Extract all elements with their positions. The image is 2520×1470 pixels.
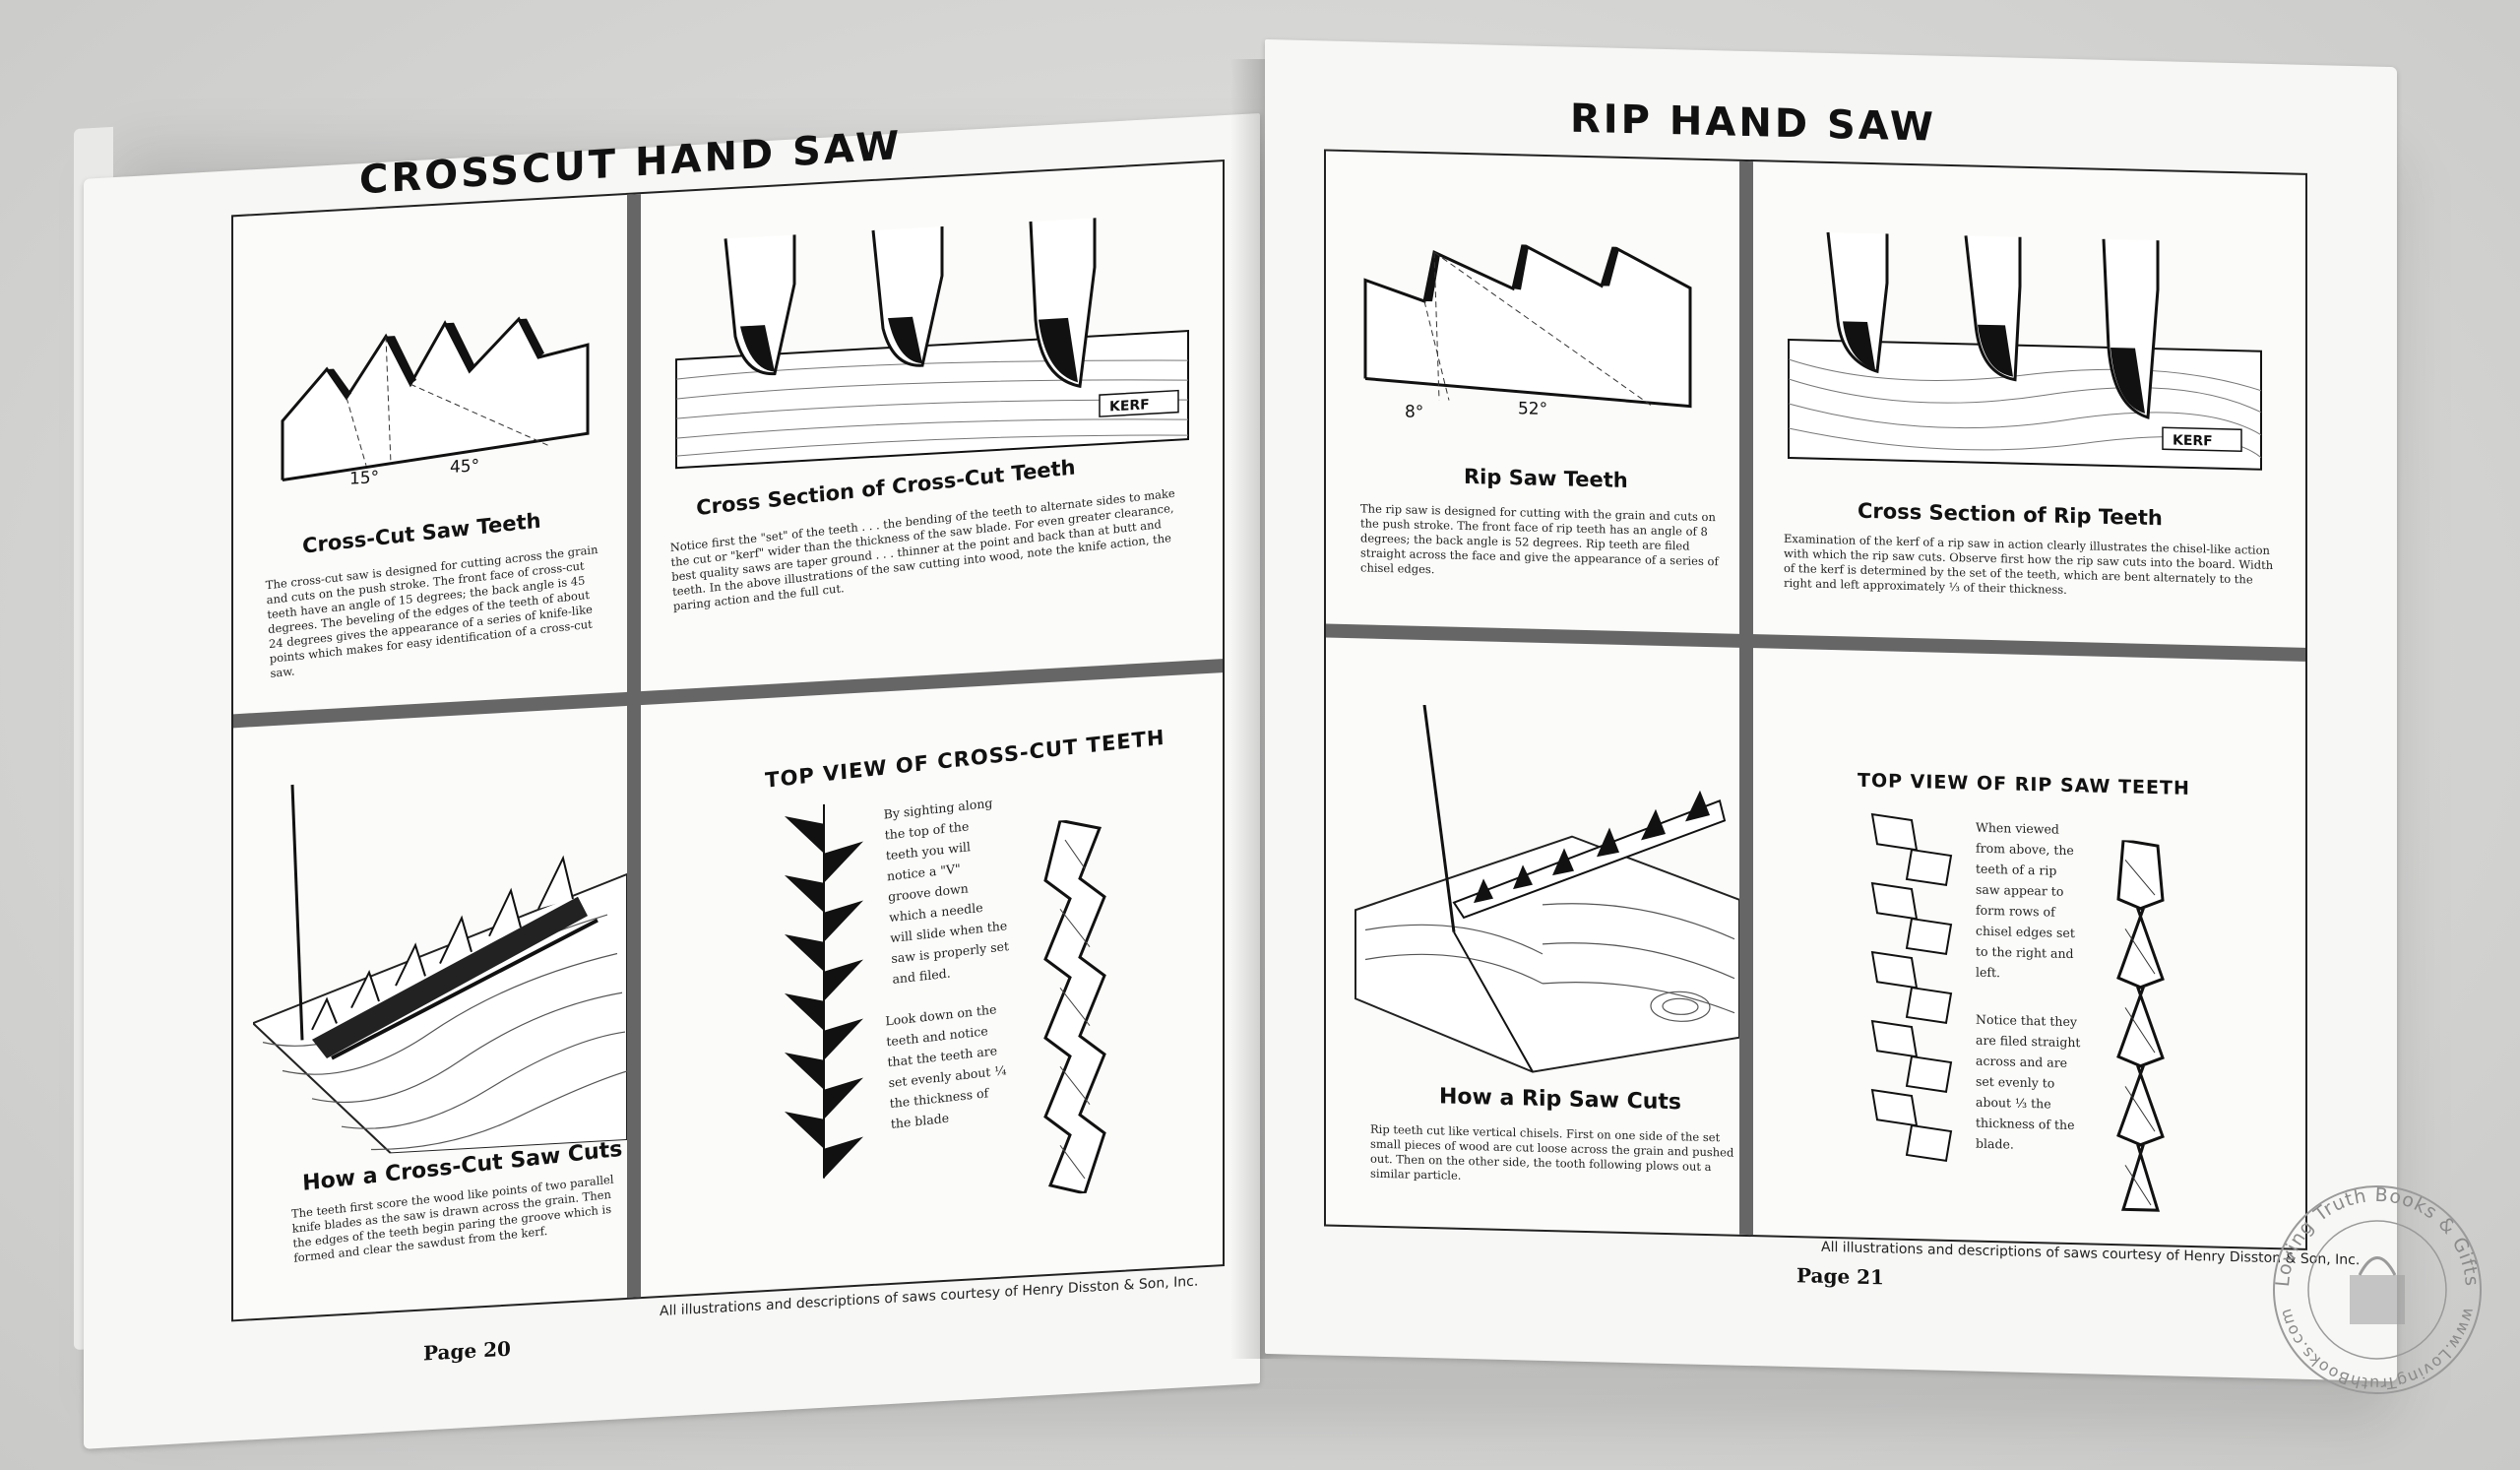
rip-top-view-title: TOP VIEW OF RIP SAW TEETH bbox=[1858, 769, 2190, 799]
svg-text:Loving Truth Books & Gifts: Loving Truth Books & Gifts bbox=[2272, 1184, 2483, 1288]
crosscut-angle-back: 45° bbox=[450, 456, 479, 478]
right-heading: RIP HAND SAW bbox=[1570, 96, 1937, 151]
rip-kerf-label: KERF bbox=[2173, 433, 2213, 450]
crosscut-cutting-illustration bbox=[253, 784, 627, 1155]
rip-top-view-note-2: Notice that they are filed straight acro… bbox=[1976, 1011, 2081, 1152]
rip-cross-section-caption: Examination of the kerf of a rip saw in … bbox=[1784, 531, 2274, 597]
rip-angle-back: 52° bbox=[1518, 399, 1547, 419]
crosscut-top-view-note-1: By sighting along the top of the teeth y… bbox=[883, 795, 1010, 987]
crosscut-kerf-label: KERF bbox=[1109, 397, 1150, 415]
rip-cross-section-title: Cross Section of Rip Teeth bbox=[1858, 498, 2163, 531]
rip-teeth-caption: The rip saw is designed for cutting with… bbox=[1360, 501, 1719, 577]
right-page: RIP HAND SAW 8° 52° Rip Saw Teeth The ri… bbox=[1265, 39, 2397, 1382]
crosscut-top-view-note-2: Look down on the teeth and notice that t… bbox=[884, 1001, 1007, 1132]
crosscut-blade-profile bbox=[1043, 818, 1106, 1195]
right-page-number: Page 21 bbox=[1796, 1263, 1884, 1290]
crosscut-teeth-diagram: 15° 45° bbox=[281, 316, 590, 489]
rip-cuts-title: How a Rip Saw Cuts bbox=[1439, 1084, 1681, 1116]
rip-angle-front: 8° bbox=[1405, 402, 1423, 421]
crosscut-top-view-teeth bbox=[785, 803, 863, 1179]
watermark-stamp: Loving Truth Books & Gifts www.LovingTru… bbox=[2272, 1184, 2483, 1394]
left-page: CROSSCUT HAND SAW 15° 45° Cross-Cut Saw … bbox=[84, 113, 1260, 1449]
right-illustration-frame: 8° 52° Rip Saw Teeth The rip saw is desi… bbox=[1324, 149, 2307, 1250]
right-vertical-divider bbox=[1739, 160, 1753, 1236]
rip-cross-section-diagram: KERF bbox=[1788, 231, 2262, 471]
right-horizontal-divider bbox=[1326, 623, 2305, 662]
crosscut-angle-front: 15° bbox=[349, 468, 379, 489]
crosscut-top-view-title: TOP VIEW OF CROSS-CUT TEETH bbox=[764, 725, 1166, 793]
rip-cutting-illustration bbox=[1354, 704, 1739, 1073]
rip-top-view-teeth bbox=[1870, 812, 1953, 1163]
rip-teeth-title: Rip Saw Teeth bbox=[1464, 464, 1628, 493]
rip-top-view-note-1: When viewed from above, the teeth of a r… bbox=[1976, 819, 2075, 981]
left-illustration-frame: 15° 45° Cross-Cut Saw Teeth The cross-cu… bbox=[231, 160, 1225, 1322]
gift-bag-icon bbox=[2350, 1256, 2405, 1324]
crosscut-cross-section-diagram: KERF bbox=[675, 218, 1189, 470]
crosscut-teeth-title: Cross-Cut Saw Teeth bbox=[301, 508, 542, 558]
watermark-name: Loving Truth Books & Gifts bbox=[2272, 1184, 2482, 1288]
rip-teeth-diagram: 8° 52° bbox=[1363, 242, 1692, 422]
left-page-number: Page 20 bbox=[423, 1336, 511, 1366]
left-vertical-divider bbox=[627, 194, 641, 1298]
crosscut-teeth-caption: The cross-cut saw is designed for cuttin… bbox=[265, 542, 598, 681]
rip-blade-profile bbox=[2116, 839, 2165, 1212]
rip-cuts-caption: Rip teeth cut like vertical chisels. Fir… bbox=[1370, 1121, 1734, 1182]
